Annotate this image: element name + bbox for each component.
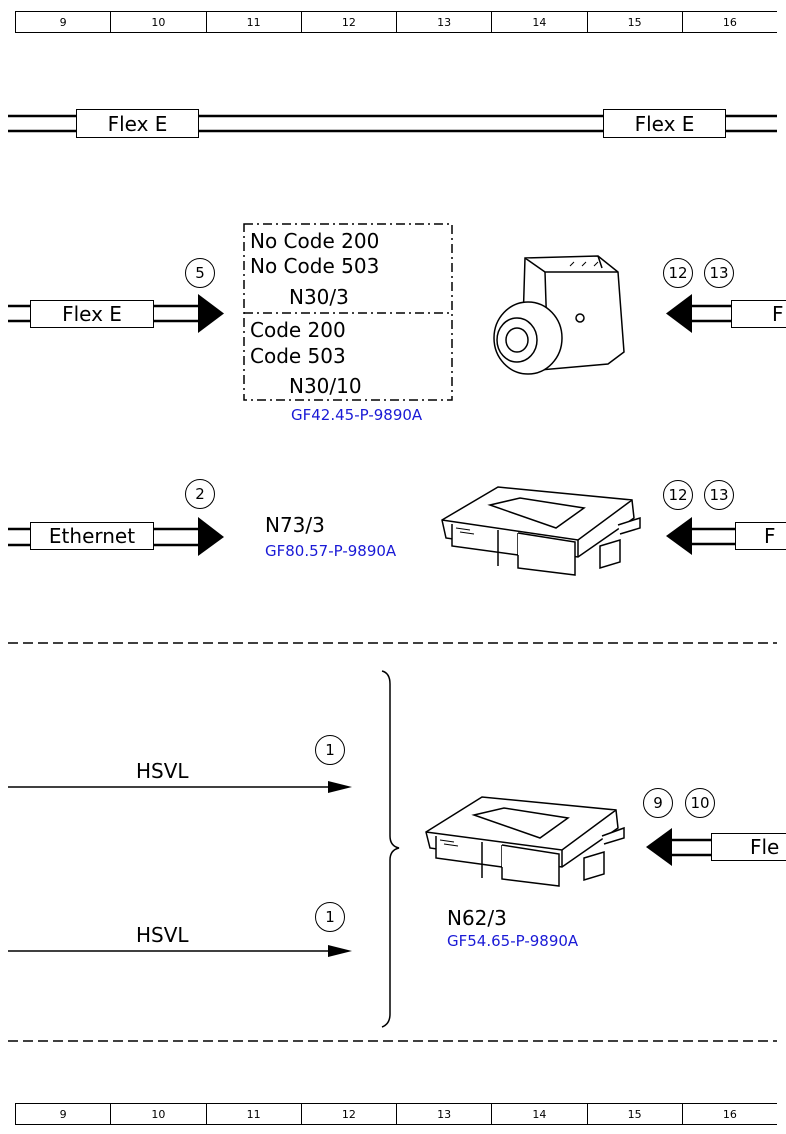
component-n62-3: N62/3 xyxy=(447,906,507,930)
bus-connector-n62-right: Fle xyxy=(711,833,786,861)
bus-connector-n73-right: F xyxy=(735,522,786,550)
reference-link-n30[interactable]: GF42.45-P-9890A xyxy=(291,406,423,424)
ruler-cell: 15 xyxy=(586,12,682,32)
pin-circle-hsvl-2: 1 xyxy=(315,902,345,932)
pin-circle-n62-right-2: 10 xyxy=(685,788,715,818)
section-separator xyxy=(8,642,777,1042)
ruler-cell: 10 xyxy=(110,1104,205,1124)
pin-circle-hsvl-1: 1 xyxy=(315,735,345,765)
pin-circle-n30-input: 5 xyxy=(185,258,215,288)
bus-connector-n30-right: F xyxy=(731,300,786,328)
pin-circle-n73-right-1: 12 xyxy=(663,480,693,510)
variant-b-line2: Code 503 xyxy=(250,344,346,368)
flex-e-connector-right: Flex E xyxy=(603,109,726,138)
hsvl-arrow-1 xyxy=(8,781,352,793)
n30-variant-frame xyxy=(243,223,453,401)
component-n30-10: N30/10 xyxy=(289,374,362,398)
n30-unit-drawing xyxy=(493,255,625,375)
flex-e-connector-n30: Flex E xyxy=(30,300,154,328)
reference-link-n73[interactable]: GF80.57-P-9890A xyxy=(265,542,397,560)
column-ruler-bottom: 9 10 11 12 13 14 15 16 xyxy=(15,1103,777,1125)
pin-circle-n73-right-2: 13 xyxy=(704,480,734,510)
variant-b-line1: Code 200 xyxy=(250,318,346,342)
hsvl-arrow-2 xyxy=(8,945,352,957)
component-n30-3: N30/3 xyxy=(289,285,349,309)
ruler-cell: 13 xyxy=(396,12,491,32)
ruler-cell: 14 xyxy=(491,1104,586,1124)
output-arrow-n73 xyxy=(666,517,736,555)
reference-link-n62[interactable]: GF54.65-P-9890A xyxy=(447,932,579,950)
grouping-brace xyxy=(381,670,400,1028)
output-arrow-n30 xyxy=(666,294,732,333)
n73-unit-drawing xyxy=(441,486,641,576)
ruler-cell: 9 xyxy=(15,12,110,32)
input-arrow-n30 xyxy=(8,294,224,333)
ruler-cell: 12 xyxy=(300,12,396,32)
variant-a-line2: No Code 503 xyxy=(250,254,380,278)
ruler-cell: 16 xyxy=(681,1104,777,1124)
input-arrow-n73 xyxy=(8,517,224,556)
output-arrow-n62 xyxy=(646,828,712,866)
variant-a-line1: No Code 200 xyxy=(250,229,380,253)
ethernet-connector: Ethernet xyxy=(30,522,154,550)
flex-e-connector-left: Flex E xyxy=(76,109,199,138)
component-n73-3: N73/3 xyxy=(265,513,325,537)
ruler-cell: 11 xyxy=(205,1104,301,1124)
ruler-cell: 13 xyxy=(396,1104,491,1124)
column-ruler-top: 9 10 11 12 13 14 15 16 xyxy=(15,11,777,33)
pin-circle-n62-right-1: 9 xyxy=(643,788,673,818)
ruler-cell: 12 xyxy=(300,1104,396,1124)
ruler-cell: 14 xyxy=(491,12,586,32)
ruler-cell: 10 xyxy=(110,12,205,32)
ruler-cell: 11 xyxy=(205,12,301,32)
ruler-cell: 16 xyxy=(681,12,777,32)
ruler-cell: 9 xyxy=(15,1104,110,1124)
hsvl-label-1: HSVL xyxy=(136,759,189,783)
hsvl-label-2: HSVL xyxy=(136,923,189,947)
pin-circle-n73-input: 2 xyxy=(185,479,215,509)
n62-unit-drawing xyxy=(425,796,625,887)
ruler-cell: 15 xyxy=(586,1104,682,1124)
pin-circle-n30-right-1: 12 xyxy=(663,258,693,288)
pin-circle-n30-right-2: 13 xyxy=(704,258,734,288)
